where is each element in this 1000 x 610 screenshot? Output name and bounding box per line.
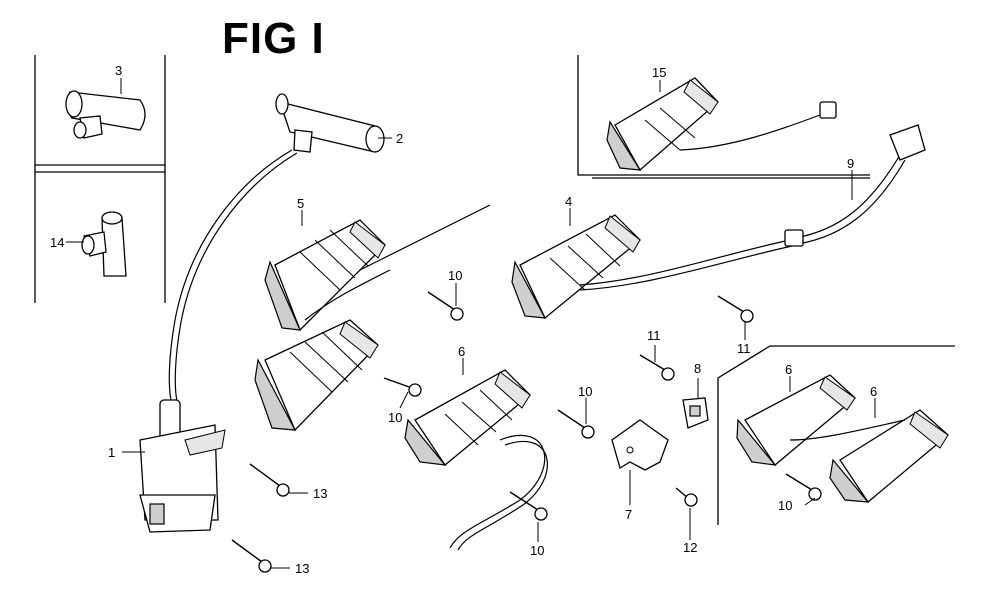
bolt-part-12 — [675, 487, 698, 507]
charge-coil-part-6-inset-a — [736, 374, 856, 466]
coil-4-lead — [579, 239, 791, 286]
charge-coil-part-4 — [511, 214, 641, 320]
callout-6-b: 6 — [785, 362, 793, 377]
callout-10-b: 10 — [388, 410, 403, 425]
callout-10-e: 10 — [778, 498, 793, 513]
ht-lead-wire — [168, 149, 293, 406]
bolt-part-11-b — [717, 295, 754, 323]
callout-6-a: 6 — [458, 344, 466, 359]
bolt-part-10-d — [509, 491, 548, 521]
connector-lead-part-9 — [784, 124, 926, 247]
callout-4: 4 — [565, 194, 573, 209]
callout-11-b: 11 — [737, 341, 751, 356]
callout-10-d: 10 — [530, 543, 545, 558]
callout-3: 3 — [115, 63, 123, 78]
inset-box-left — [34, 55, 166, 303]
bolt-part-13-a — [249, 463, 290, 497]
callout-13-a: 13 — [313, 486, 328, 501]
coil-15-lead — [679, 114, 821, 151]
inset-box-bottom-right — [717, 345, 955, 525]
coil-6-lead — [449, 434, 546, 549]
charge-coil-part-6 — [404, 369, 531, 466]
callout-12: 12 — [683, 540, 698, 555]
bolt-part-13-b — [231, 539, 272, 573]
bolt-part-10-c — [557, 409, 595, 439]
bracket-part-7 — [611, 419, 669, 471]
callout-15: 15 — [652, 65, 667, 80]
callout-6-c: 6 — [870, 384, 878, 399]
lower-coil-part-5 — [254, 319, 379, 432]
spark-plug-cap-part-3 — [65, 90, 146, 139]
clip-part-8 — [682, 397, 709, 429]
callout-10-a: 10 — [448, 268, 463, 283]
callout-1: 1 — [108, 445, 116, 460]
bolt-part-10-a — [427, 291, 464, 321]
callout-11-a: 11 — [647, 328, 661, 343]
leader-lines — [66, 78, 876, 569]
charge-coil-part-5 — [264, 219, 386, 332]
callout-10-c: 10 — [578, 384, 593, 399]
ignition-coil-part-1 — [139, 399, 226, 533]
bolt-part-10-e — [785, 473, 822, 501]
spark-plug-cap-part-2 — [275, 93, 385, 153]
coil-5-lead — [359, 204, 491, 271]
bolt-part-11-a — [639, 354, 675, 381]
charge-coil-part-15 — [606, 77, 719, 172]
callout-2: 2 — [396, 131, 404, 146]
inset-box-top-right — [577, 55, 870, 179]
bolt-part-10-b — [383, 377, 422, 397]
charge-coil-part-6-inset-b — [829, 409, 949, 503]
callout-7: 7 — [625, 507, 633, 522]
plug-cap-part-14 — [81, 211, 127, 277]
figure-title: FIG I — [222, 14, 325, 63]
callout-5: 5 — [297, 196, 305, 211]
callout-8: 8 — [694, 361, 702, 376]
callout-9: 9 — [847, 156, 855, 171]
callout-13-b: 13 — [295, 561, 310, 576]
callout-14: 14 — [50, 235, 65, 250]
